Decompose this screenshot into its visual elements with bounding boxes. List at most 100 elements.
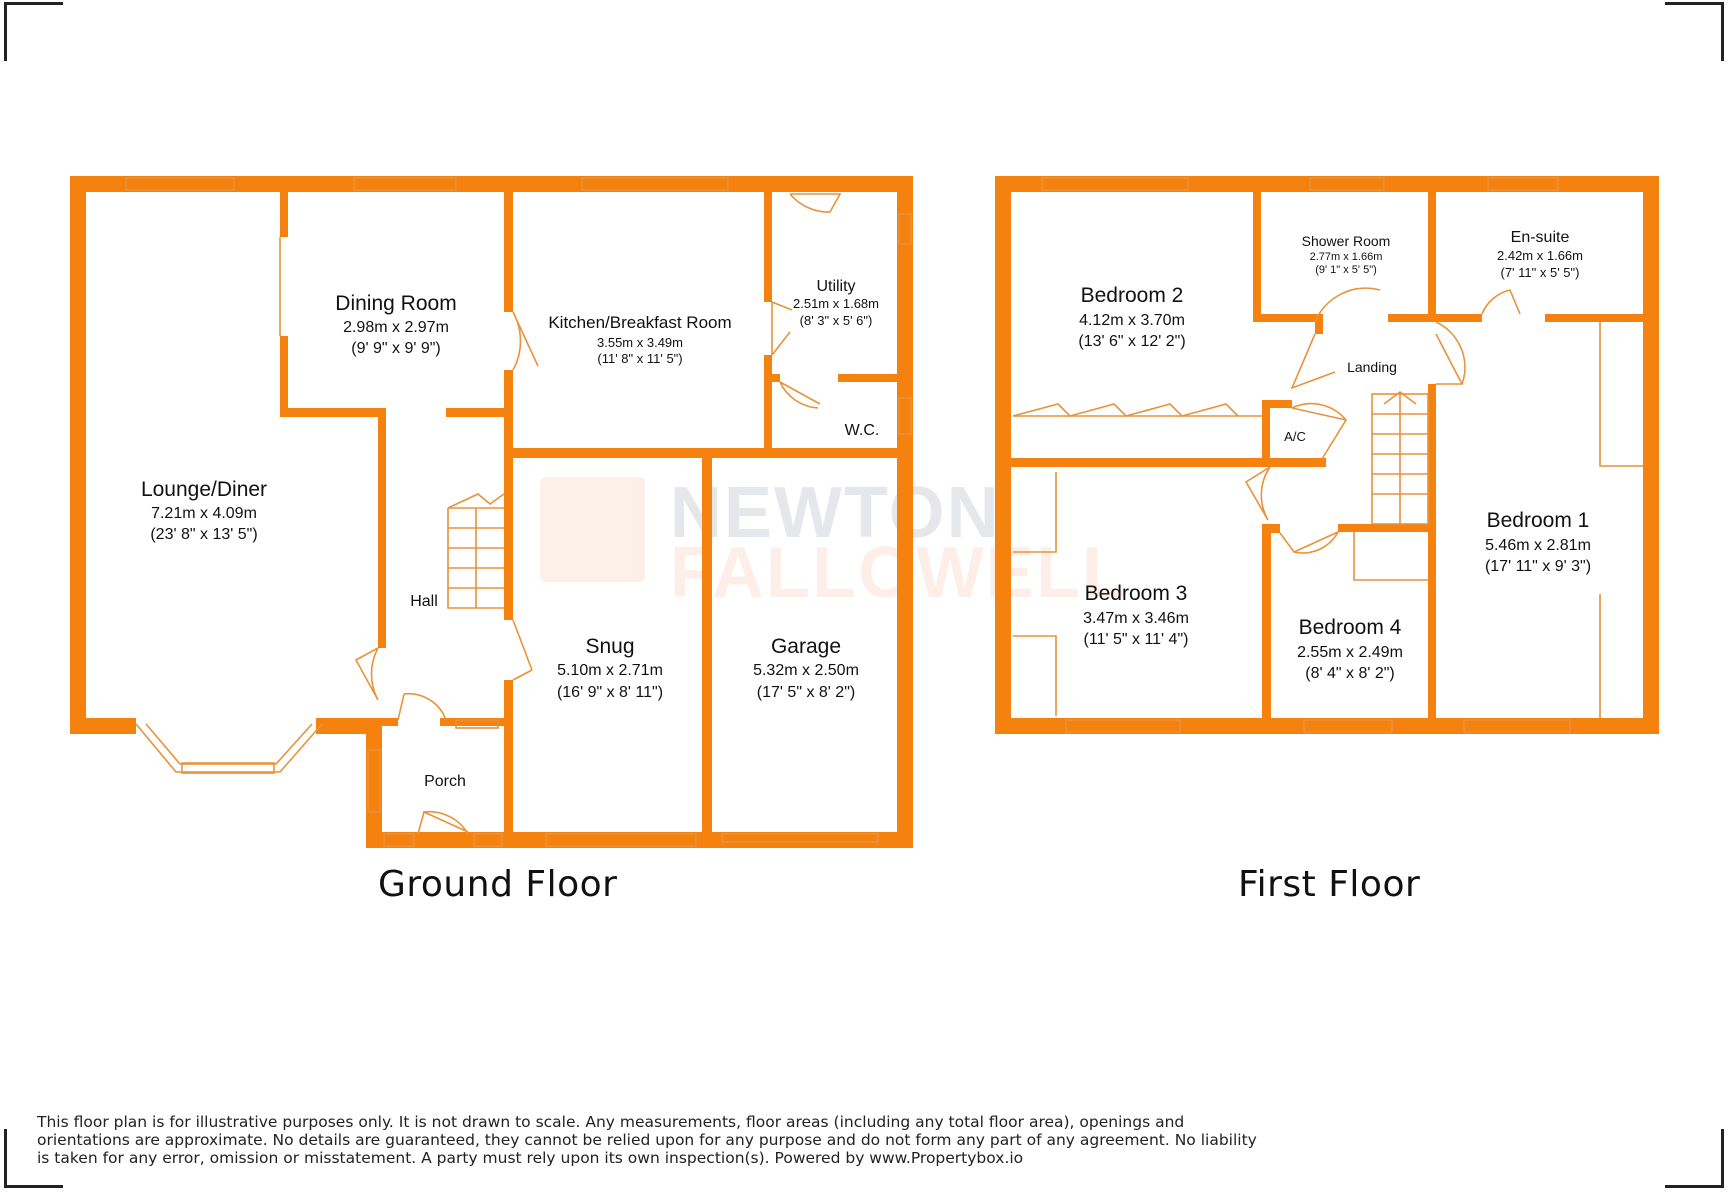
room-metric-bedroom2: 4.12m x 3.70m [1079,312,1185,329]
door-ensuite [1481,289,1521,315]
disclaimer-text: This floor plan is for illustrative purp… [37,1113,1257,1167]
first-floor-wardrobes [1012,322,1643,718]
room-name-ac: A/C [1284,429,1306,444]
room-name-bedroom2: Bedroom 2 [1081,284,1184,307]
room-metric-bedroom3: 3.47m x 3.46m [1083,610,1189,627]
wall-lounge-bottom-left [70,718,136,734]
wall-landing-stub [1315,314,1323,334]
window [1309,177,1385,191]
wall-ensuite-bottom-right [1545,314,1645,322]
room-metric-snug: 5.10m x 2.71m [557,662,663,679]
room-imperial-shower: (9' 1" x 5' 5") [1315,264,1377,276]
wall-ac-bottom [1262,459,1326,467]
window [353,177,457,191]
wall-bed2-shower [1253,192,1261,322]
wall-utility-stub [772,374,780,382]
stairs-outline [447,508,504,609]
window [581,177,729,191]
room-metric-utility: 2.51m x 1.68m [793,296,879,311]
wall-ac-left [1262,400,1270,467]
wardrobe-bed4 [1353,532,1428,581]
room-imperial-lounge: (23' 8" x 13' 5") [150,526,257,543]
wall-hall-snug-lower [504,680,513,848]
window [1065,719,1181,733]
window [367,749,381,813]
door-hall-porch [397,692,447,721]
wall-kitchen-bottom [513,448,897,458]
wall-bed4-stub [1271,524,1280,533]
wall-ground-top [70,176,913,192]
stair-arrow [1383,391,1417,405]
room-name-shower: Shower Room [1302,233,1391,249]
wall-porch-top-left [382,718,398,726]
room-imperial-ensuite: (7' 11" x 5' 5") [1501,265,1580,280]
room-imperial-bedroom2: (13' 6" x 12' 2") [1078,333,1185,350]
room-metric-dining: 2.98m x 2.97m [343,319,449,336]
wall-first-bottom [995,718,1659,734]
wall-shower-bottom-right [1388,314,1434,322]
watermark-line-1: NEWTON [670,473,1001,553]
room-name-wc: W.C. [845,422,880,439]
first-floor-walls [995,176,1659,734]
window [1041,177,1189,191]
window [383,833,415,847]
room-imperial-kitchen: (11' 8" x 11' 5") [597,351,682,366]
room-name-garage: Garage [771,635,841,658]
door-kitchen-utility [771,301,793,356]
window [1463,719,1571,733]
wall-ensuite-bottom-left [1436,314,1482,322]
room-name-bedroom3: Bedroom 3 [1085,582,1188,605]
room-metric-ensuite: 2.42m x 1.66m [1497,248,1583,263]
room-imperial-garage: (17' 5" x 8' 2") [757,684,855,701]
wardrobe-bed1-upper [1599,322,1643,467]
room-imperial-dining: (9' 9" x 9' 9") [351,340,441,357]
wall-bed2-bed3 [1011,458,1326,467]
wall-porch-top-right [440,718,510,726]
garage-door [721,833,879,843]
room-name-lounge: Lounge/Diner [141,478,267,501]
wall-dining-bottom-right [446,408,504,417]
wall-bed4-top [1338,524,1436,532]
wall-dining-kitchen-upper [504,192,513,312]
walls [70,176,1659,848]
room-name-bedroom1: Bedroom 1 [1487,509,1590,532]
first-floor-labels: Bedroom 2 4.12m x 3.70m (13' 6" x 12' 2"… [1078,229,1591,682]
door-hall-snug [512,619,533,681]
room-metric-bedroom4: 2.55m x 2.49m [1297,644,1403,661]
door-front [417,810,469,835]
window [1487,177,1559,191]
wardrobe-doors-bed2 [1012,403,1239,417]
wall-lounge-bottom-right [316,718,382,734]
wall-kitchen-utility-lower [764,355,772,450]
room-name-utility: Utility [816,278,855,295]
room-name-bedroom4: Bedroom 4 [1299,616,1402,639]
crop-mark-top-right [1665,2,1724,61]
bay-window-inner [145,723,313,765]
ground-floor-doors [279,193,842,835]
room-metric-lounge: 7.21m x 4.09m [151,505,257,522]
room-imperial-bedroom1: (17' 11" x 9' 3") [1485,558,1591,575]
window [1303,719,1393,733]
wall-shower-bottom-left [1253,314,1315,322]
room-metric-kitchen: 3.55m x 3.49m [597,335,683,350]
window [455,719,499,729]
crop-mark-bottom-left [4,1129,63,1188]
door-utility-back [789,193,842,213]
wardrobe-bed3-lower [1013,635,1057,716]
wall-dining-bottom [280,408,386,417]
room-imperial-bedroom4: (8' 4" x 8' 2") [1305,665,1395,682]
first-floor-doors [1244,287,1521,554]
room-name-porch: Porch [424,773,466,790]
ground-floor-title: Ground Floor [378,864,618,905]
fixtures [125,177,1643,847]
room-imperial-utility: (8' 3" x 5' 6") [800,313,873,328]
agency-logo-icon [540,477,645,582]
wall-lounge-hall [378,408,386,648]
crop-mark-bottom-right [1665,1129,1724,1188]
door-bed3 [1244,466,1271,521]
wall-first-left [995,176,1011,734]
wall-first-top [995,176,1659,192]
door-bed4 [1279,531,1339,554]
room-name-snug: Snug [585,635,634,658]
wall-bed3-bed4 [1262,524,1271,734]
